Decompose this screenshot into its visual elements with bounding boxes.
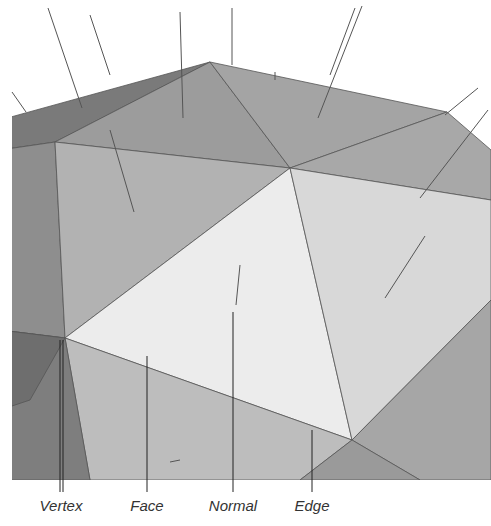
part-label: Vertex (40, 497, 83, 515)
part-label: Normal (209, 497, 257, 515)
part-label: Face (130, 497, 163, 515)
part-label: Edge (294, 497, 329, 515)
